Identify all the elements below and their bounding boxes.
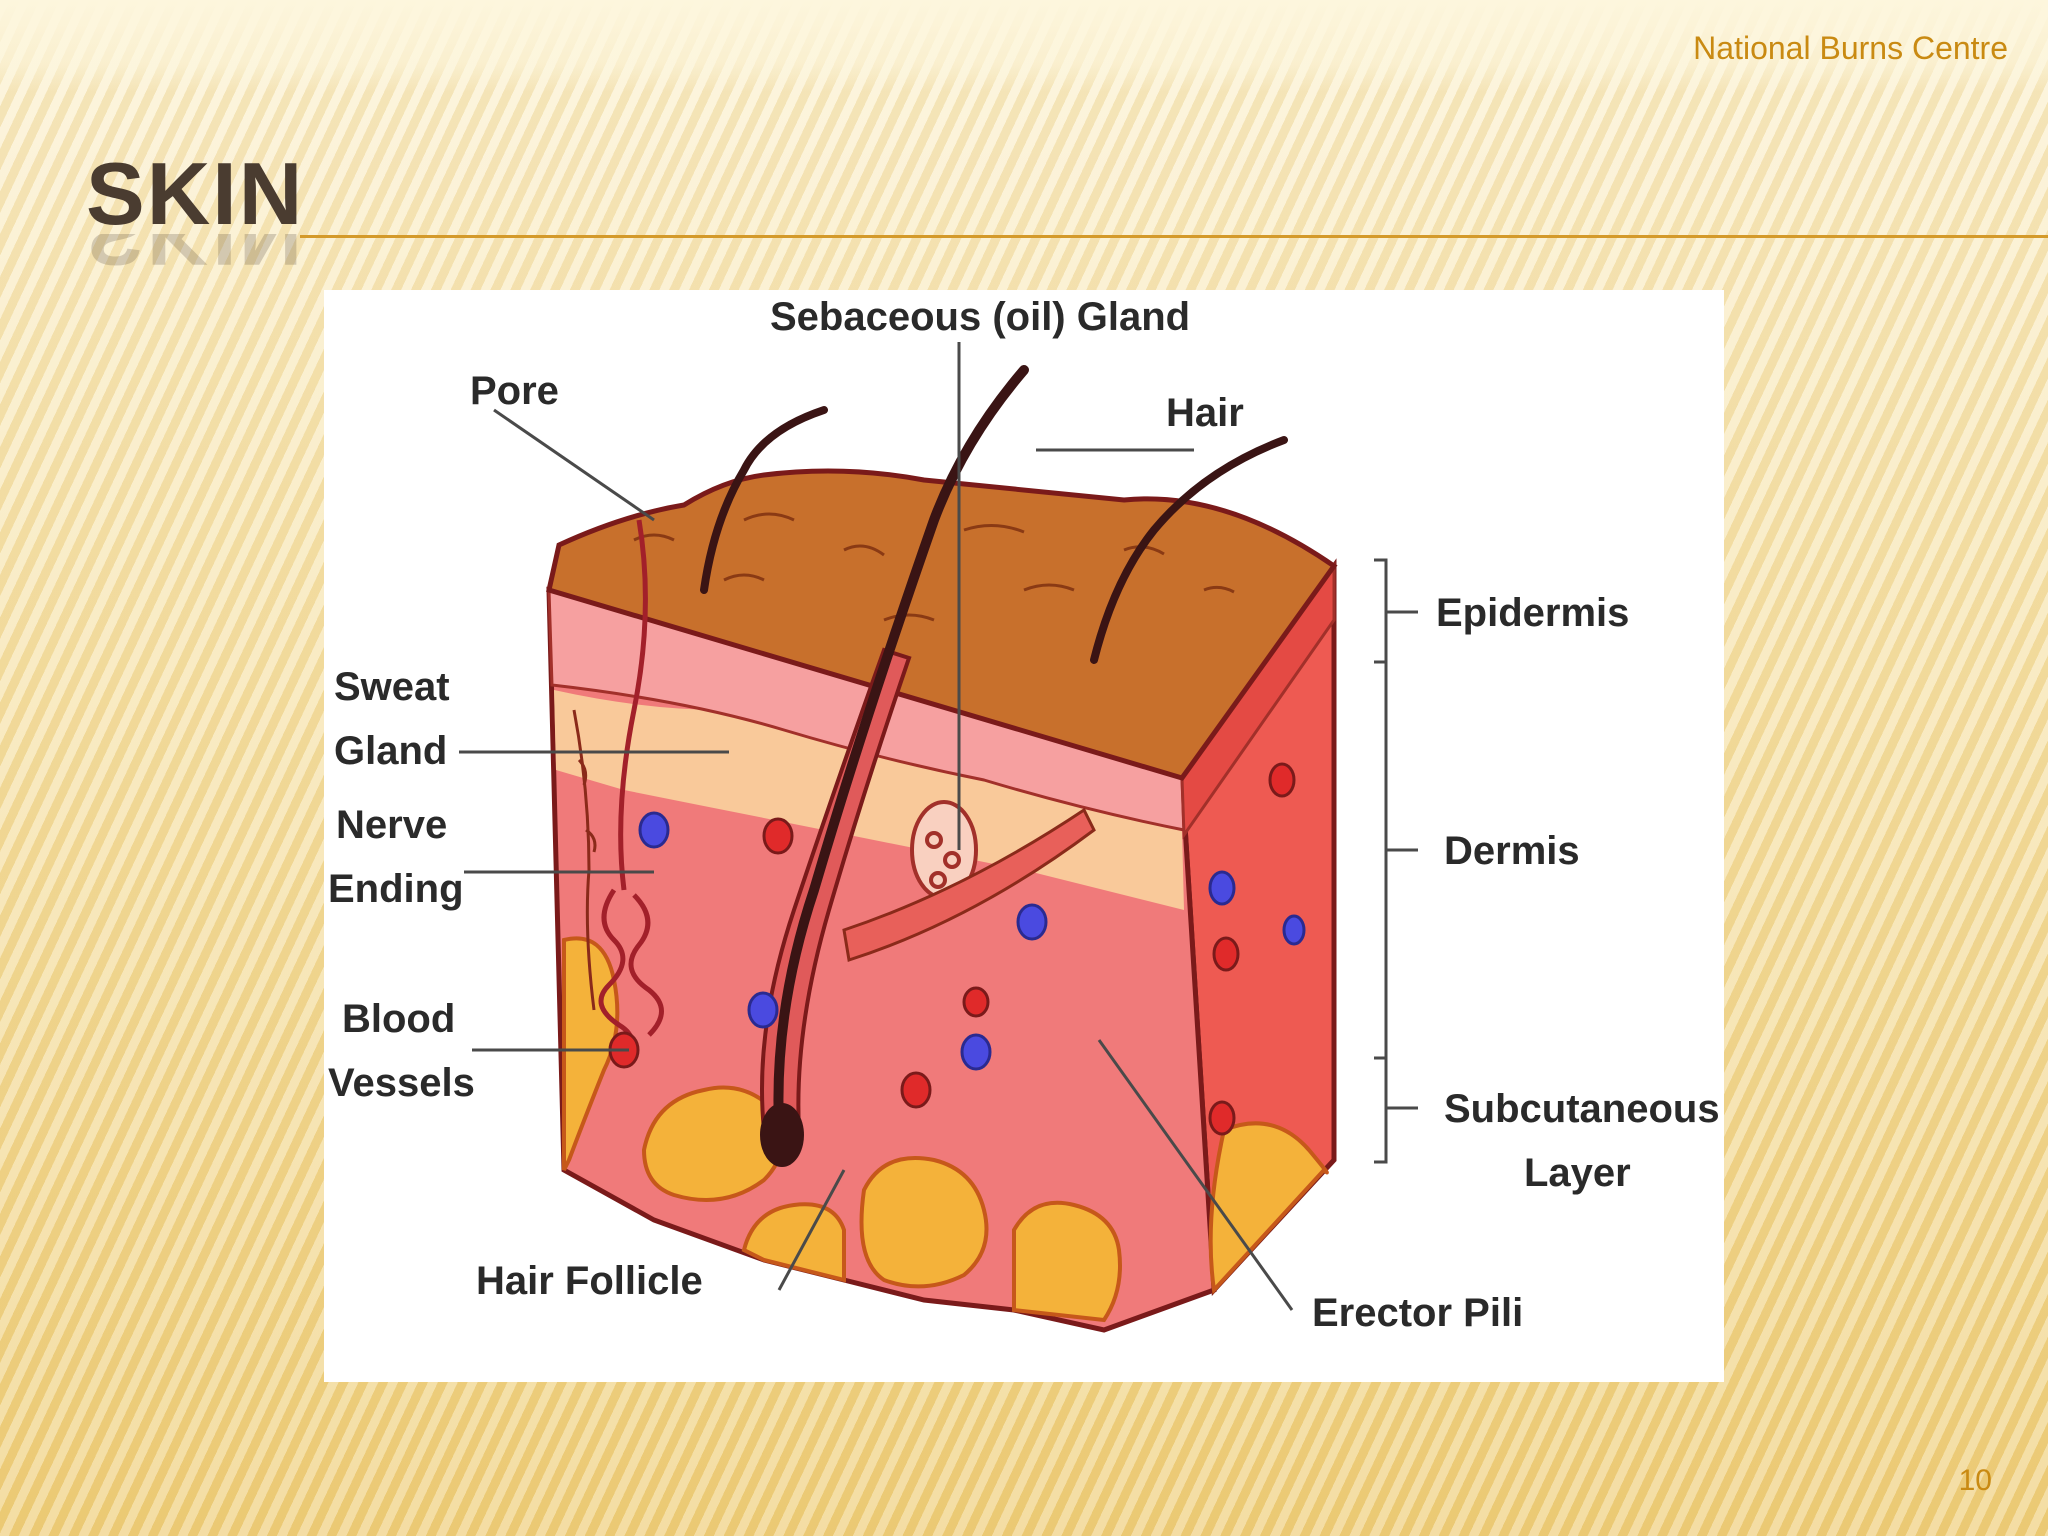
title-rule: [300, 235, 2048, 238]
header-organization: National Burns Centre: [1693, 30, 2008, 66]
hair-shaft-left: [700, 406, 828, 594]
label-pore: Pore: [470, 369, 559, 413]
nerve-ending-structure: [572, 709, 597, 1011]
hair-shaft-main: [773, 365, 1029, 1130]
leader-lines: [459, 342, 1294, 1311]
label-blood-vessels-line1: Blood: [342, 997, 455, 1041]
label-blood-vessels-line2: Vessels: [328, 1061, 475, 1105]
skin-diagram: Sebaceous (oil) Gland Pore Hair Epidermi…: [324, 290, 1724, 1382]
label-hair-follicle: Hair Follicle: [476, 1259, 703, 1303]
surface-texture: [633, 512, 1235, 622]
label-hair: Hair: [1166, 391, 1244, 435]
top-band: [0, 0, 2048, 92]
diagram-labels: Sebaceous (oil) Gland Pore Hair Epidermi…: [328, 295, 1720, 1335]
label-sweat-gland-line2: Gland: [334, 729, 447, 773]
title-wrap: SKIN SKIN: [86, 144, 305, 279]
follicle-sheath: [760, 647, 912, 1147]
label-epidermis: Epidermis: [1436, 591, 1629, 635]
label-sebaceous-gland: Sebaceous (oil) Gland: [770, 295, 1190, 339]
label-nerve-ending-line1: Nerve: [336, 803, 447, 847]
label-sweat-gland-line1: Sweat: [334, 665, 450, 709]
label-subcutaneous-line2: Layer: [1524, 1151, 1631, 1195]
subcutaneous-fat: [562, 936, 1329, 1323]
layer-brackets: [1374, 558, 1418, 1164]
erector-pili-structure: [842, 807, 1096, 962]
blood-vessel-dots: [608, 762, 1306, 1136]
slide-title-reflection: SKIN: [86, 234, 304, 278]
page-number: 10: [1958, 1464, 1992, 1497]
label-dermis: Dermis: [1444, 829, 1580, 873]
slide-title: SKIN: [86, 144, 305, 243]
follicle-bulb: [760, 1103, 804, 1167]
label-subcutaneous-line1: Subcutaneous: [1444, 1087, 1720, 1131]
hair-shaft-right: [1090, 436, 1288, 664]
skin-diagram-svg: Sebaceous (oil) Gland Pore Hair Epidermi…: [328, 295, 1720, 1335]
label-nerve-ending-line2: Ending: [328, 867, 464, 911]
label-erector-pili: Erector Pili: [1312, 1291, 1523, 1335]
skin-block: [546, 365, 1338, 1333]
hair-follicle-structure: [700, 365, 1288, 1167]
